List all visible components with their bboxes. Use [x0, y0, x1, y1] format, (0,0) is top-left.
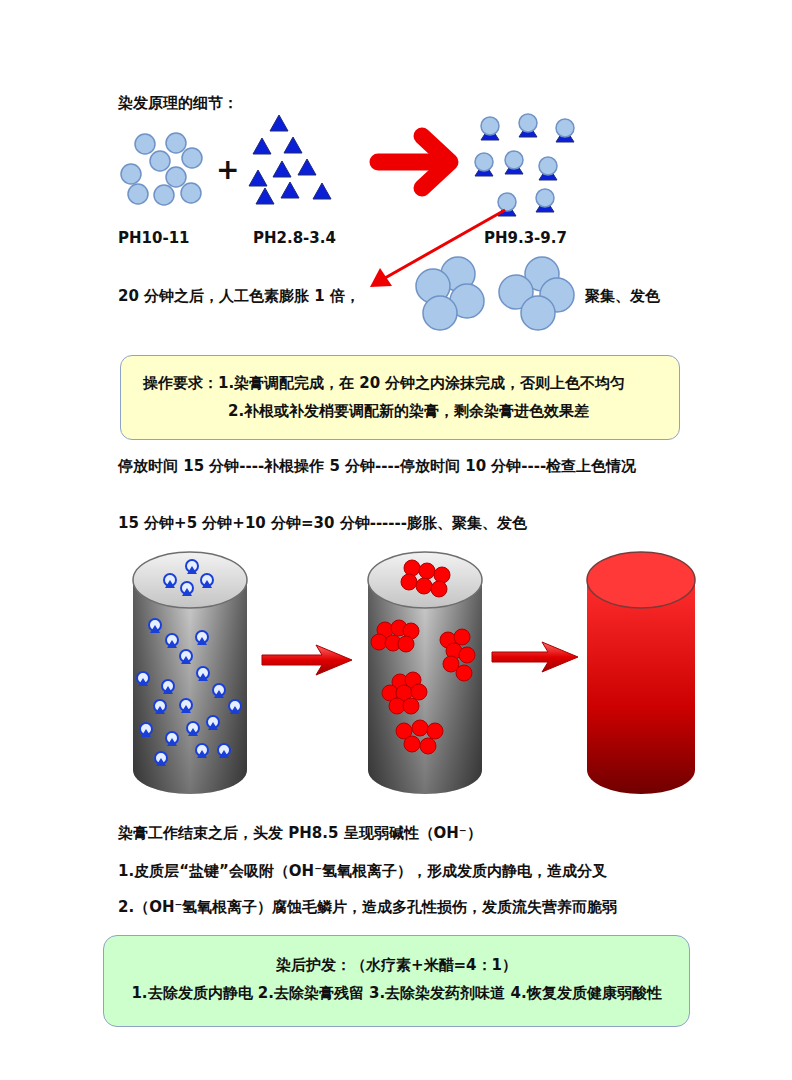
step-arrow [262, 645, 352, 675]
ph-label: PH10-11 [118, 229, 190, 247]
aftercare-box: 染后护发：（水疗素+米醋=4：1）1.去除发质内静电 2.去除染膏残留 3.去除… [103, 935, 690, 1027]
hair-cylinder-1 [133, 552, 247, 794]
swollen-pigments [416, 257, 574, 330]
ph-label: PH9.3-9.7 [484, 229, 567, 247]
diagram-title: 染发原理的细节： [118, 94, 238, 112]
after-dye-note: 1.皮质层“盐键”会吸附（OH⁻氢氧根离子），形成发质内静电，造成分叉 [118, 862, 607, 880]
ph-label: PH2.8-3.4 [253, 229, 336, 247]
pigment-circles [121, 133, 202, 205]
box-heading: 操作要求：1.染膏调配完成，在 20 分钟之内涂抹完成，否则上色不均匀 [143, 369, 625, 397]
box-heading: 染后护发：（水疗素+米醋=4：1） [276, 951, 517, 979]
after-dye-note: 2.（OH⁻氢氧根离子）腐蚀毛鳞片，造成多孔性损伤，发质流失营养而脆弱 [118, 898, 617, 916]
timing-note: 15 分钟+5 分钟+10 分钟=30 分钟------膨胀、聚集、发色 [118, 514, 527, 532]
combined-molecules [475, 114, 574, 216]
hair-cylinder-3 [587, 552, 695, 794]
after-dye-note: 染膏工作结束之后，头发 PH8.5 呈现弱碱性（OH⁻） [118, 824, 482, 842]
developer-triangles [249, 115, 331, 204]
reaction-arrow [378, 136, 450, 188]
process-note: 20 分钟之后，人工色素膨胀 1 倍， [118, 287, 360, 305]
box-body: 2.补根或补发梢要调配新的染膏，剩余染膏进色效果差 [228, 397, 589, 425]
requirement-box: 操作要求：1.染膏调配完成，在 20 分钟之内涂抹完成，否则上色不均匀2.补根或… [120, 355, 680, 440]
step-arrow [492, 642, 578, 672]
plus-sign: + [216, 153, 239, 187]
box-body: 1.去除发质内静电 2.去除染膏残留 3.去除染发药剂味道 4.恢复发质健康弱酸… [131, 979, 661, 1007]
timing-note: 停放时间 15 分钟----补根操作 5 分钟----停放时间 10 分钟---… [118, 457, 636, 475]
process-note: 聚集、发色 [585, 287, 660, 305]
hair-cylinder-2 [368, 552, 482, 794]
